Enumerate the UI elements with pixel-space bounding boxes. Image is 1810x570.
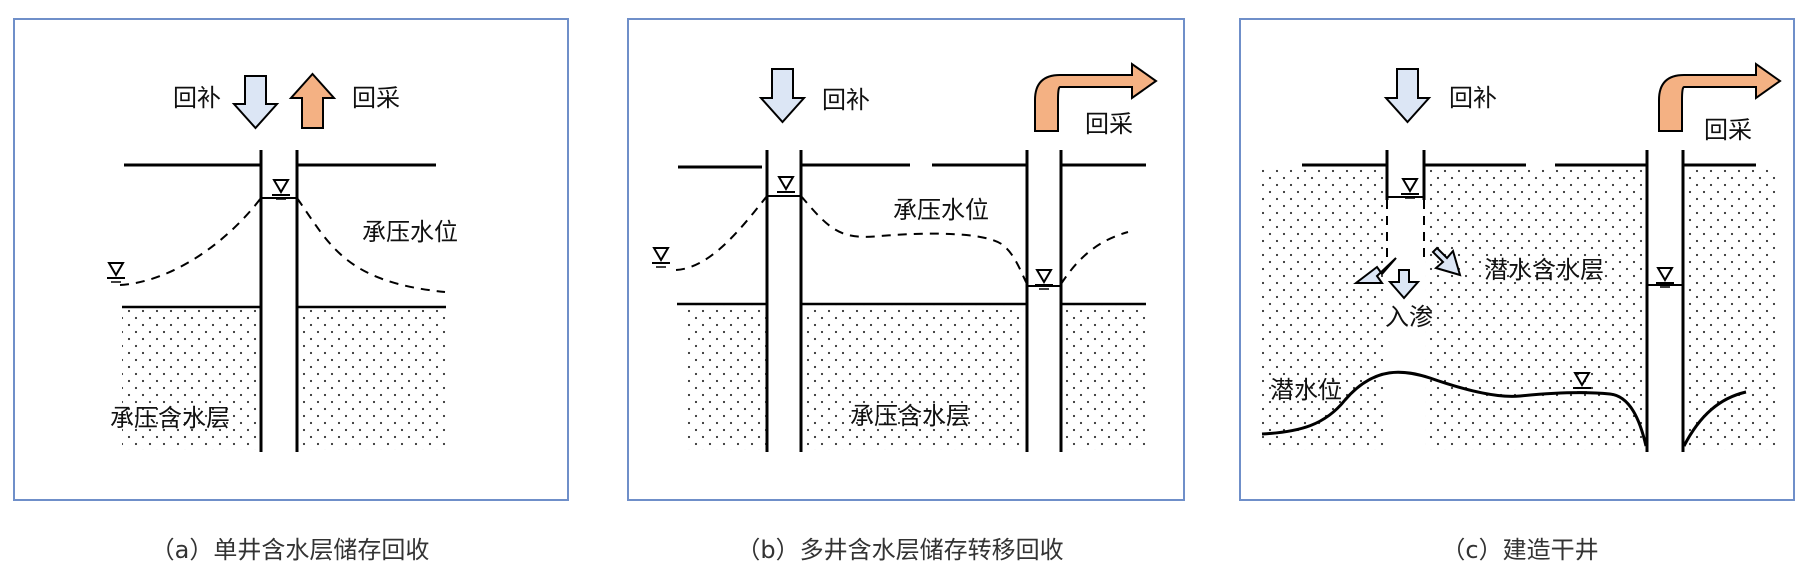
panel-c-water-table-right bbox=[1682, 390, 1747, 447]
panel-c-water-table-label: 潜水位 bbox=[1270, 376, 1342, 404]
panel-b-caption: （b）多井含水层储存转移回收 bbox=[736, 536, 1063, 564]
panel-b-confined-level-middle bbox=[800, 195, 1028, 285]
panel-c-infiltration-arrow-right-icon bbox=[1431, 246, 1462, 277]
panel-c-aquifer-3 bbox=[1684, 168, 1776, 450]
panel-c-water-table-left bbox=[1261, 370, 1648, 447]
panel-b-recharge-well-bore bbox=[767, 150, 801, 452]
panel-a-confined-level-label: 承压水位 bbox=[362, 218, 458, 246]
panel-c-unconfined-aquifer-label: 潜水含水层 bbox=[1484, 256, 1604, 284]
panel-c-infiltration-label: 入渗 bbox=[1385, 303, 1433, 331]
panel-a-confined-level-right bbox=[296, 197, 446, 293]
panel-c-recovery-arrow-icon bbox=[1658, 62, 1782, 132]
panel-a-aquifer-label: 承压含水层 bbox=[110, 404, 230, 432]
panel-b-recharge-label: 回补 bbox=[822, 86, 870, 114]
panel-a-recharge-arrow-icon bbox=[231, 75, 280, 130]
panel-a-well-bore bbox=[261, 150, 297, 452]
panel-a-recovery-label: 回采 bbox=[352, 84, 400, 112]
panel-b-confined-level-left bbox=[675, 195, 768, 271]
panel-c: 回补 回采 潜水含水层 入渗 潜水位 （c）建造干井 bbox=[1239, 18, 1795, 564]
panel-b-recovery-arrow-icon bbox=[1034, 62, 1158, 132]
panel-b-aquifer-label: 承压含水层 bbox=[850, 402, 970, 430]
panel-c-caption: （c）建造干井 bbox=[1441, 536, 1598, 564]
panel-b-confined-level-label: 承压水位 bbox=[893, 196, 989, 224]
panel-a-recharge-label: 回补 bbox=[173, 84, 221, 112]
panel-b-aquifer-2 bbox=[802, 305, 1024, 450]
panel-c-recovery-label: 回采 bbox=[1704, 116, 1752, 144]
panel-a-confined-level-left bbox=[119, 197, 262, 286]
panel-b-recharge-arrow-icon bbox=[758, 68, 807, 124]
panel-b: 回补 回采 承压水位 承压含水层 （b）多井含水层储存转移回收 bbox=[627, 18, 1185, 564]
panel-a-aquifer-right bbox=[298, 308, 446, 450]
panel-c-infiltration-arrow-left-icon bbox=[1353, 257, 1397, 284]
panel-c-aquifer-2 bbox=[1425, 168, 1646, 450]
panel-a-aquifer-left bbox=[122, 308, 260, 450]
panel-b-aquifer-3 bbox=[1062, 305, 1146, 450]
panel-c-recharge-label: 回补 bbox=[1449, 84, 1497, 112]
panel-a-recovery-arrow-icon bbox=[288, 72, 337, 129]
panel-c-dry-well-bore bbox=[1387, 150, 1424, 270]
panel-a: 回补 回采 承压水位 承压含水层 （a）单井含水层储存回收 bbox=[13, 18, 569, 564]
panel-c-aquifer-1 bbox=[1262, 168, 1386, 450]
panel-a-caption: （a）单井含水层储存回收 bbox=[151, 536, 430, 564]
panel-b-aquifer-1 bbox=[686, 305, 766, 450]
panel-c-recharge-arrow-icon bbox=[1383, 68, 1432, 124]
panel-b-recovery-well-bore bbox=[1027, 150, 1061, 452]
panel-c-recovery-well-bore bbox=[1647, 150, 1683, 452]
panel-b-recovery-label: 回采 bbox=[1085, 110, 1133, 138]
panel-c-infiltration-arrow-down-icon bbox=[1387, 269, 1421, 300]
